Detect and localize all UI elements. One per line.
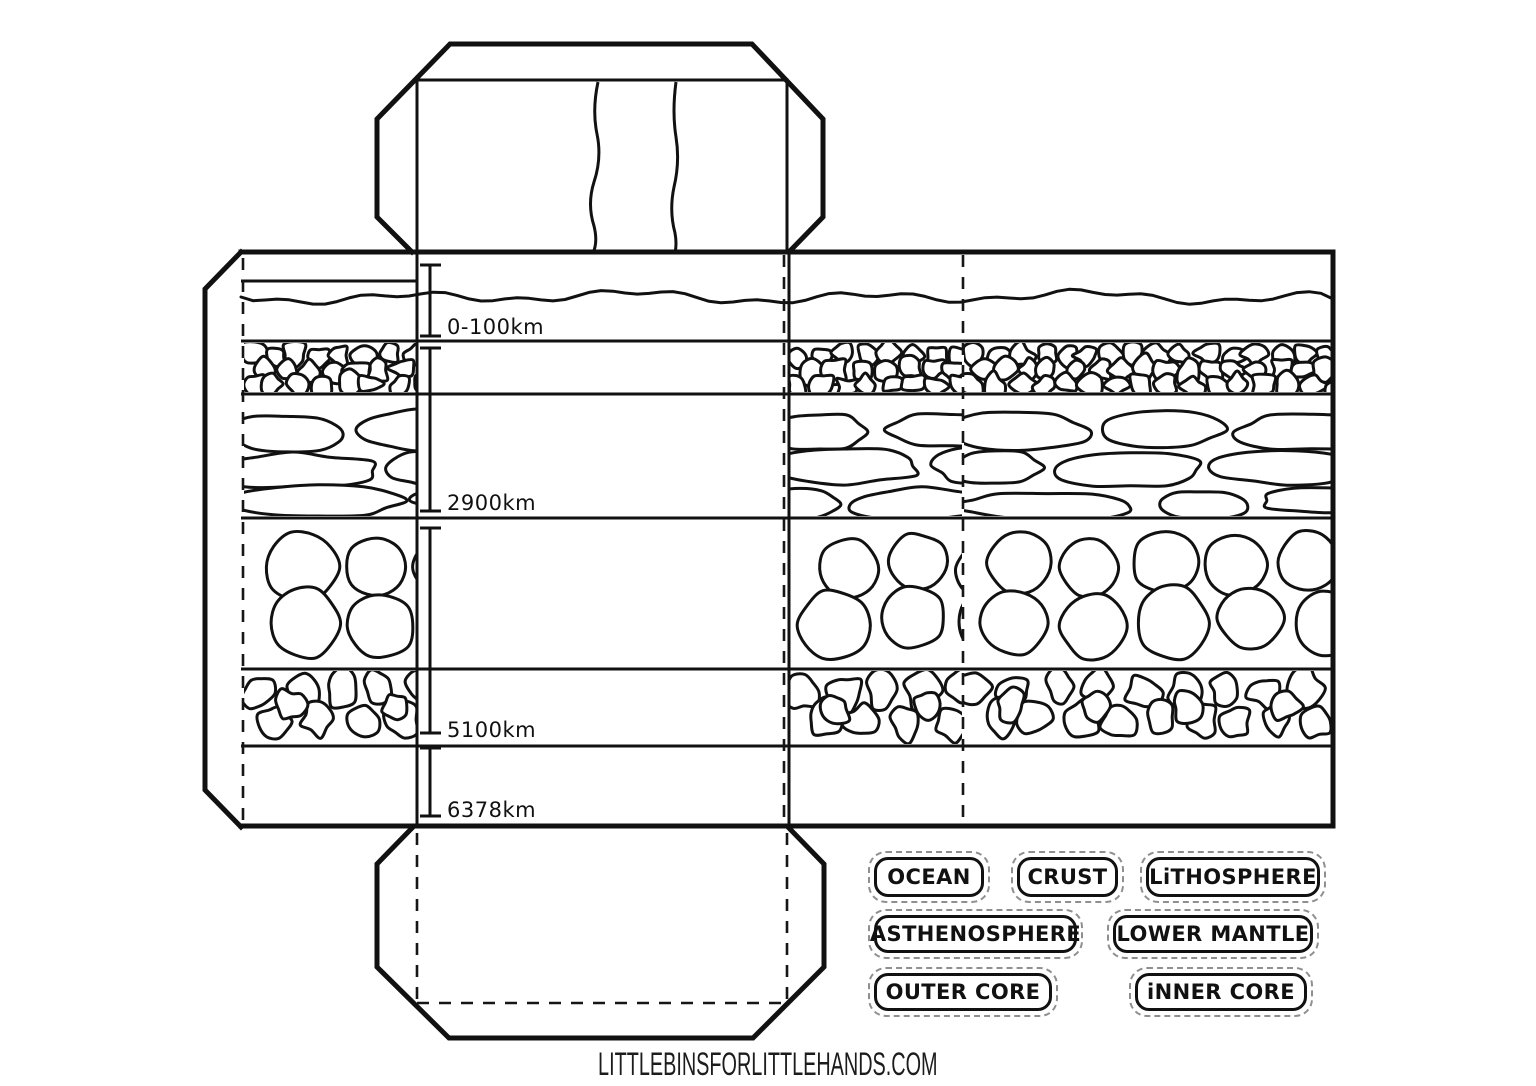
texture-large-circles-region-1: [264, 529, 416, 661]
layer-boundary-lines: [241, 279, 1333, 748]
label-pill-lithosphere: LiTHOSPHERE: [1140, 851, 1326, 903]
label-pill-ocean: OCEAN: [868, 851, 990, 903]
label-pill-text: OCEAN: [874, 857, 984, 897]
site-url-text: LITTLEBINSFORLITTLEHANDS.COM: [598, 1046, 938, 1082]
top-flap-outline: [374, 41, 826, 256]
layer-textures: [239, 287, 1335, 744]
texture-flat-stones-region-3: [964, 409, 1332, 516]
label-pill-text: iNNER CORE: [1135, 973, 1307, 1011]
texture-small-pebbles-region-1: [244, 343, 416, 392]
texture-large-circles-region-2: [795, 531, 962, 661]
top-flap-glue-wave-2: [670, 81, 680, 254]
depth-label-3: 5100km: [447, 718, 536, 742]
depth-label-1: 0-100km: [447, 315, 544, 339]
strip-outer-border: [238, 249, 1336, 829]
label-pill-text: LOWER MANTLE: [1113, 915, 1313, 953]
label-pill-text: ASTHENOSPHERE: [870, 915, 1081, 953]
label-pill-text: OUTER CORE: [874, 973, 1052, 1011]
bottom-flap-outline: [374, 824, 827, 1041]
top-flap-glue-wave-1: [589, 81, 601, 254]
texture-flat-stones-region-2: [790, 412, 962, 516]
label-pill-text: CRUST: [1017, 857, 1118, 897]
label-pill-inner-core: iNNER CORE: [1129, 967, 1313, 1017]
texture-round-pebbles-region-1: [244, 671, 416, 741]
depth-label-4: 6378km: [447, 798, 536, 822]
label-pill-asthenosphere: ASTHENOSPHERE: [868, 909, 1083, 959]
texture-round-pebbles-region-3: [964, 671, 1332, 741]
texture-large-circles-region-3: [978, 529, 1332, 662]
top-flap-inner-border: [415, 78, 789, 252]
scale-line: [420, 263, 441, 818]
texture-small-pebbles-region-3: [964, 343, 1332, 392]
depth-label-2: 2900km: [447, 491, 536, 515]
ocean-surface-wave: [239, 287, 1335, 306]
label-pill-outer-core: OUTER CORE: [868, 967, 1058, 1017]
depth-scale: 0-100km 2900km 5100km 6378km: [420, 263, 544, 822]
label-pill-lower-mantle: LOWER MANTLE: [1107, 909, 1319, 959]
left-flap-outline: [202, 248, 245, 831]
label-pill-crust: CRUST: [1011, 851, 1124, 903]
texture-round-pebbles-region-2: [790, 671, 962, 744]
label-pill-text: LiTHOSPHERE: [1146, 857, 1320, 897]
texture-small-pebbles-region-2: [790, 343, 962, 392]
bottom-flap-fold-lines: [415, 833, 789, 1005]
site-footer: LITTLEBINSFORLITTLEHANDS.COM: [0, 1046, 1536, 1083]
texture-flat-stones-region-1: [244, 407, 416, 516]
